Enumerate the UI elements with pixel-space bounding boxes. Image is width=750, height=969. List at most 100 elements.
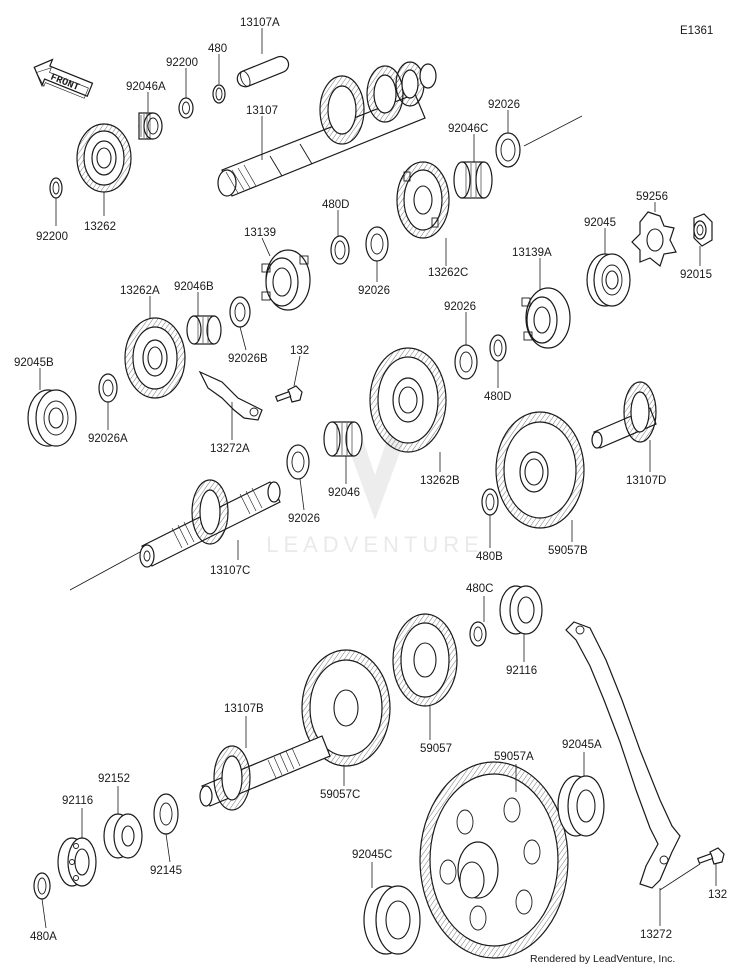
label-92046: 92046 bbox=[328, 487, 360, 499]
part-92026-washer-c[interactable] bbox=[286, 444, 310, 480]
label-92045B: 92045B bbox=[14, 357, 54, 369]
label-59057B: 59057B bbox=[548, 545, 588, 557]
part-92200-washer-left[interactable] bbox=[49, 177, 63, 199]
part-59057A-gear[interactable] bbox=[419, 761, 569, 959]
label-13272A: 13272A bbox=[210, 443, 250, 455]
label-92045A: 92045A bbox=[562, 739, 602, 751]
label-13107A: 13107A bbox=[240, 17, 280, 29]
label-13107B: 13107B bbox=[224, 703, 264, 715]
part-13262-gear[interactable] bbox=[76, 123, 132, 193]
label-480-top: 480 bbox=[208, 43, 227, 55]
leader-lines bbox=[39, 28, 717, 929]
part-13139A-hub[interactable] bbox=[521, 287, 571, 349]
label-59057A: 59057A bbox=[494, 751, 534, 763]
part-13107B-shaft[interactable] bbox=[199, 735, 331, 811]
label-480D-b: 480D bbox=[484, 391, 512, 403]
part-92026-washer-tr[interactable] bbox=[495, 132, 521, 168]
label-59057C: 59057C bbox=[320, 789, 360, 801]
part-92026B-washer[interactable] bbox=[229, 296, 251, 328]
part-132-bolt-bottom[interactable] bbox=[696, 847, 725, 865]
part-480B-circlip[interactable] bbox=[481, 488, 499, 516]
part-13107-shaft[interactable] bbox=[217, 61, 437, 197]
part-92015-nut[interactable] bbox=[693, 213, 713, 247]
part-92045B-bearing[interactable] bbox=[27, 389, 77, 447]
label-480A: 480A bbox=[30, 931, 57, 943]
label-13107C: 13107C bbox=[210, 565, 250, 577]
part-92045-bearing[interactable] bbox=[586, 253, 631, 307]
part-480A-circlip[interactable] bbox=[33, 872, 51, 900]
label-13262C: 13262C bbox=[428, 267, 468, 279]
label-92026A: 92026A bbox=[88, 433, 128, 445]
label-92026-b: 92026 bbox=[444, 301, 476, 313]
part-13262B-gear[interactable] bbox=[369, 347, 447, 453]
label-13262A: 13262A bbox=[120, 285, 160, 297]
part-92026-washer-b[interactable] bbox=[454, 344, 478, 380]
part-92116-bearing-left[interactable] bbox=[57, 837, 97, 887]
part-13107A-pin[interactable] bbox=[235, 54, 291, 89]
part-13107D-shaft[interactable] bbox=[591, 381, 657, 449]
part-13272A-plate[interactable] bbox=[198, 370, 263, 421]
label-92145: 92145 bbox=[150, 865, 182, 877]
label-92200-top: 92200 bbox=[166, 57, 198, 69]
part-59057-gear[interactable] bbox=[392, 613, 458, 707]
label-92046B: 92046B bbox=[174, 281, 214, 293]
label-92046C: 92046C bbox=[448, 123, 488, 135]
label-59057: 59057 bbox=[420, 743, 452, 755]
label-13139: 13139 bbox=[244, 227, 276, 239]
label-92116-right: 92116 bbox=[506, 665, 537, 677]
label-132-bottom: 132 bbox=[708, 889, 727, 901]
part-13262A-gear[interactable] bbox=[124, 317, 186, 399]
part-480-circlip[interactable] bbox=[212, 84, 226, 104]
part-132-bolt-top[interactable] bbox=[274, 385, 303, 403]
label-92026B: 92026B bbox=[228, 353, 268, 365]
label-92116-left: 92116 bbox=[62, 795, 93, 807]
part-92046A-bearing[interactable] bbox=[138, 112, 163, 140]
label-13107: 13107 bbox=[246, 105, 278, 117]
label-13262: 13262 bbox=[84, 221, 116, 233]
part-92116-bearing-right[interactable] bbox=[499, 585, 543, 635]
part-13139-hub[interactable] bbox=[261, 249, 311, 311]
axis-line-left bbox=[69, 551, 141, 591]
part-92152-spacer[interactable] bbox=[103, 813, 143, 859]
part-92045A-bearing[interactable] bbox=[557, 775, 605, 837]
label-92026-tr: 92026 bbox=[488, 99, 520, 111]
part-92026A-washer[interactable] bbox=[98, 373, 118, 403]
part-480D-circlip-b[interactable] bbox=[489, 334, 507, 362]
part-labels: 13107A 480 92200 92046A 13107 92026 9204… bbox=[14, 17, 727, 943]
label-480B: 480B bbox=[476, 551, 503, 563]
part-92045C-bearing[interactable] bbox=[363, 885, 421, 955]
part-480D-circlip-a[interactable] bbox=[330, 235, 350, 265]
diagram-code: E1361 bbox=[680, 25, 713, 37]
axis-line-top bbox=[523, 115, 583, 147]
label-13139A: 13139A bbox=[512, 247, 552, 259]
label-132-top: 132 bbox=[290, 345, 309, 357]
label-480D-a: 480D bbox=[322, 199, 350, 211]
part-480C-circlip[interactable] bbox=[469, 621, 487, 647]
label-92200-left: 92200 bbox=[36, 231, 68, 243]
label-59256: 59256 bbox=[636, 191, 668, 203]
part-92046C-bearing[interactable] bbox=[453, 161, 493, 199]
label-92045: 92045 bbox=[584, 217, 616, 229]
part-59057B-gear[interactable] bbox=[495, 411, 585, 529]
label-13262B: 13262B bbox=[420, 475, 460, 487]
part-92200-washer-top[interactable] bbox=[178, 97, 194, 119]
part-59057C-gear[interactable] bbox=[301, 649, 391, 767]
part-13262C-gear[interactable] bbox=[396, 161, 450, 239]
front-arrow: FRONT bbox=[33, 58, 94, 99]
part-92046B-bearing[interactable] bbox=[186, 315, 222, 345]
label-92152: 92152 bbox=[98, 773, 130, 785]
label-13272: 13272 bbox=[640, 929, 672, 941]
label-92046A: 92046A bbox=[126, 81, 166, 93]
part-92046-bearing[interactable] bbox=[323, 421, 363, 457]
label-92026-c: 92026 bbox=[288, 513, 320, 525]
part-13272-plate[interactable] bbox=[565, 621, 681, 889]
part-92026-washer-mid[interactable] bbox=[365, 226, 389, 262]
watermark-text: LEADVENTURE bbox=[266, 532, 484, 557]
part-13107C-shaft[interactable] bbox=[139, 479, 281, 568]
label-92015: 92015 bbox=[680, 269, 712, 281]
footer-credit: Rendered by LeadVenture, Inc. bbox=[530, 953, 675, 965]
part-92145-washer[interactable] bbox=[153, 793, 179, 835]
part-59256-plate[interactable] bbox=[631, 211, 677, 268]
label-480C: 480C bbox=[466, 583, 494, 595]
